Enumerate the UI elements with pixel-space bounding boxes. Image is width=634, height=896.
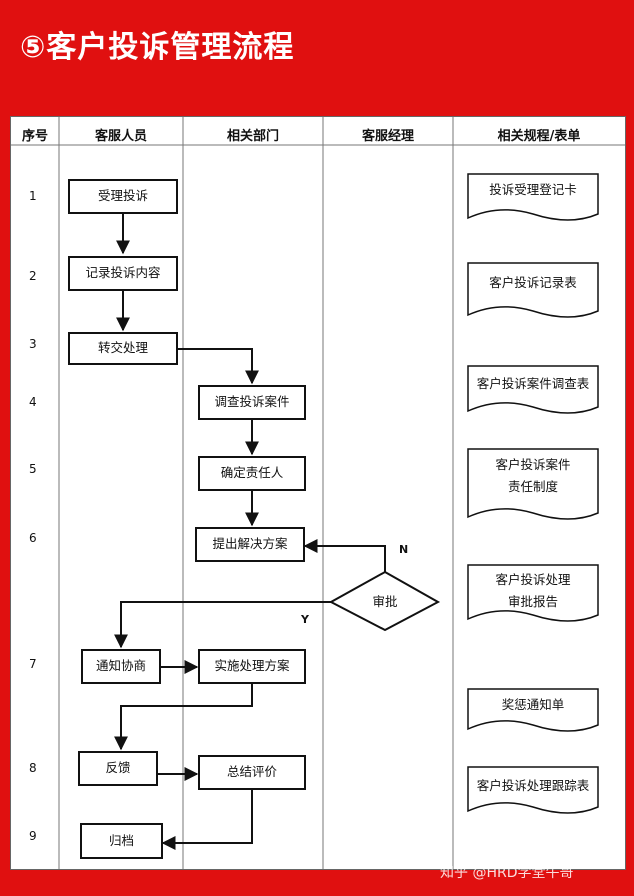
page-title: ⑤客户投诉管理流程: [20, 30, 295, 65]
column-header-procedures-forms: 相关规程/表单: [497, 129, 581, 144]
step-notify-negotiate: 通知协商: [81, 649, 161, 684]
arrow-implement-feedback: [114, 684, 253, 751]
step-investigate: 调查投诉案件: [198, 385, 306, 420]
step-determine-responsible: 确定责任人: [198, 456, 306, 491]
approve-label: 审批: [372, 594, 398, 609]
column-header-service-manager: 客服经理: [361, 129, 414, 144]
flow-label-yes: Y: [301, 613, 309, 626]
form-case-responsibility-system: 客户投诉案件 责任制度: [495, 457, 571, 494]
step-feedback: 反馈: [78, 751, 158, 786]
step-summary-evaluation: 总结评价: [198, 755, 306, 790]
step-accept-complaint: 受理投诉: [68, 179, 178, 214]
form-handling-tracking-table: 客户投诉处理跟踪表: [476, 778, 590, 793]
step-implement-plan: 实施处理方案: [198, 649, 306, 684]
flow-label-no: N: [399, 543, 409, 556]
row-number-5: 5: [29, 462, 37, 476]
step-archive: 归档: [80, 823, 163, 859]
form-case-investigation-table: 客户投诉案件调查表: [476, 376, 590, 391]
step-propose-solution: 提出解决方案: [195, 527, 305, 562]
arrow-summary-archive: [161, 790, 253, 850]
row-number-7: 7: [29, 657, 37, 671]
row-number-4: 4: [29, 395, 37, 409]
form-reward-penalty-notice: 奖惩通知单: [501, 697, 565, 712]
approve-diamond: [328, 570, 441, 632]
row-number-1: 1: [29, 189, 37, 203]
form-handling-approval-report: 客户投诉处理 审批报告: [495, 572, 571, 609]
arrow-approve-yes: [114, 601, 331, 649]
row-number-8: 8: [29, 761, 37, 775]
form-complaint-registration-card: 投诉受理登记卡: [489, 182, 577, 197]
flowchart-lines: [11, 117, 625, 869]
column-header-number: 序号: [21, 129, 48, 144]
step-record-complaint: 记录投诉内容: [68, 256, 178, 291]
row-number-3: 3: [29, 337, 37, 351]
form-complaint-record-table: 客户投诉记录表: [489, 275, 577, 290]
table-grid: [11, 117, 625, 869]
form-document-shapes: [467, 173, 599, 814]
row-number-2: 2: [29, 269, 37, 283]
column-header-related-dept: 相关部门: [226, 129, 279, 144]
watermark: 知乎 @HRD学堂牛哥: [440, 865, 574, 881]
arrow-transfer-investigate: [178, 348, 259, 385]
row-number-9: 9: [29, 829, 37, 843]
column-header-service-staff: 客服人员: [94, 129, 147, 144]
row-number-6: 6: [29, 531, 37, 545]
step-transfer: 转交处理: [68, 332, 178, 365]
flowchart-panel: 序号 客服人员 相关部门 客服经理 相关规程/表单 1 2 3 4 5 6 7 …: [10, 116, 626, 870]
